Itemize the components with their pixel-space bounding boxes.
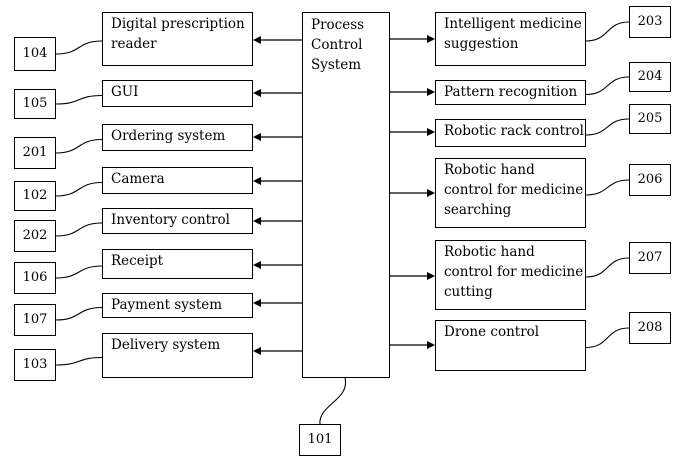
leader-line-107 (56, 308, 102, 321)
reference-numeral-105: 105 (14, 89, 56, 119)
reference-numeral-206: 206 (629, 164, 671, 196)
reference-numeral-202: 202 (14, 220, 56, 252)
reference-numeral-text: 204 (630, 63, 670, 90)
ordering-system-block: Ordering system (102, 124, 253, 151)
block-label-line: Digital prescription (111, 14, 244, 34)
leader-line-105 (56, 96, 102, 105)
robotic-hand-control-for-medicine-cutting-block: Robotic handcontrol for medicinecutting (435, 240, 586, 310)
leader-line-104 (56, 41, 102, 54)
reference-numeral-102: 102 (14, 181, 56, 211)
leader-line-207 (586, 258, 629, 277)
block-label-line: System (311, 55, 381, 75)
reference-numeral-text: 206 (630, 165, 670, 194)
block-label-line: Control (311, 35, 381, 55)
leader-line-206 (586, 180, 629, 195)
leader-line-203 (586, 22, 629, 41)
reference-numeral-104: 104 (14, 37, 56, 71)
block-label-line: Robotic rack control (444, 121, 577, 141)
leader-line-208 (586, 328, 629, 348)
reference-numeral-101: 101 (299, 424, 341, 456)
reference-numeral-text: 207 (630, 243, 670, 272)
block-label-line: Drone control (444, 322, 577, 342)
reference-numeral-107: 107 (14, 304, 56, 336)
block-label-line: searching (444, 200, 577, 220)
reference-numeral-207: 207 (629, 242, 671, 274)
leader-line-201 (56, 140, 102, 154)
block-label-line: Robotic hand (444, 242, 577, 262)
digital-prescription-reader-block: Digital prescriptionreader (102, 12, 253, 66)
reference-numeral-text: 205 (630, 105, 670, 132)
block-label-line: reader (111, 34, 244, 54)
block-label-line: Receipt (111, 251, 244, 271)
block-label-line: GUI (111, 82, 244, 102)
block-label-line: Pattern recognition (444, 82, 577, 102)
block-label-line: Robotic hand (444, 160, 577, 180)
reference-numeral-208: 208 (629, 312, 671, 344)
block-label-line: Intelligent medicine (444, 14, 577, 34)
block-label-line: Process (311, 15, 381, 35)
reference-numeral-text: 102 (15, 182, 55, 209)
block-label-line: Inventory control (111, 210, 244, 230)
delivery-system-block: Delivery system (102, 333, 253, 378)
reference-numeral-text: 104 (15, 38, 55, 69)
leader-line-101 (320, 378, 346, 424)
reference-numeral-text: 208 (630, 313, 670, 342)
robotic-hand-control-for-medicine-searching-block: Robotic handcontrol for medicinesearchin… (435, 158, 586, 228)
reference-numeral-201: 201 (14, 137, 56, 169)
reference-numeral-203: 203 (629, 6, 671, 38)
inventory-control-block: Inventory control (102, 208, 253, 234)
leader-line-106 (56, 266, 102, 278)
process-control-system-block: ProcessControlSystem (302, 12, 390, 378)
leader-line-103 (56, 358, 102, 366)
reference-numeral-204: 204 (629, 62, 671, 92)
block-label-line: control for medicine (444, 262, 577, 282)
block-label-line: control for medicine (444, 180, 577, 200)
block-label-line: Ordering system (111, 126, 244, 146)
robotic-rack-control-block: Robotic rack control (435, 119, 586, 147)
reference-numeral-text: 201 (15, 138, 55, 167)
payment-system-block: Payment system (102, 293, 253, 318)
reference-numeral-text: 203 (630, 7, 670, 36)
block-label-line: Delivery system (111, 335, 244, 355)
drone-control-block: Drone control (435, 320, 586, 371)
reference-numeral-text: 107 (15, 305, 55, 334)
leader-line-205 (586, 119, 629, 135)
reference-numeral-text: 103 (15, 350, 55, 379)
pattern-recognition-block: Pattern recognition (435, 80, 586, 105)
block-label-line: Payment system (111, 295, 244, 315)
reference-numeral-text: 101 (300, 425, 340, 454)
block-label-line: cutting (444, 282, 577, 302)
reference-numeral-106: 106 (14, 262, 56, 294)
block-label-line: suggestion (444, 34, 577, 54)
leader-line-204 (586, 77, 629, 95)
block-label-line: Camera (111, 169, 244, 189)
leader-line-102 (56, 183, 102, 197)
camera-block: Camera (102, 167, 253, 194)
reference-numeral-text: 202 (15, 221, 55, 250)
leader-line-202 (56, 223, 102, 236)
reference-numeral-205: 205 (629, 104, 671, 134)
receipt-block: Receipt (102, 249, 253, 279)
gui-block: GUI (102, 80, 253, 107)
reference-numeral-103: 103 (14, 349, 56, 381)
intelligent-medicine-suggestion-block: Intelligent medicinesuggestion (435, 12, 586, 66)
reference-numeral-text: 105 (15, 90, 55, 117)
reference-numeral-text: 106 (15, 263, 55, 292)
